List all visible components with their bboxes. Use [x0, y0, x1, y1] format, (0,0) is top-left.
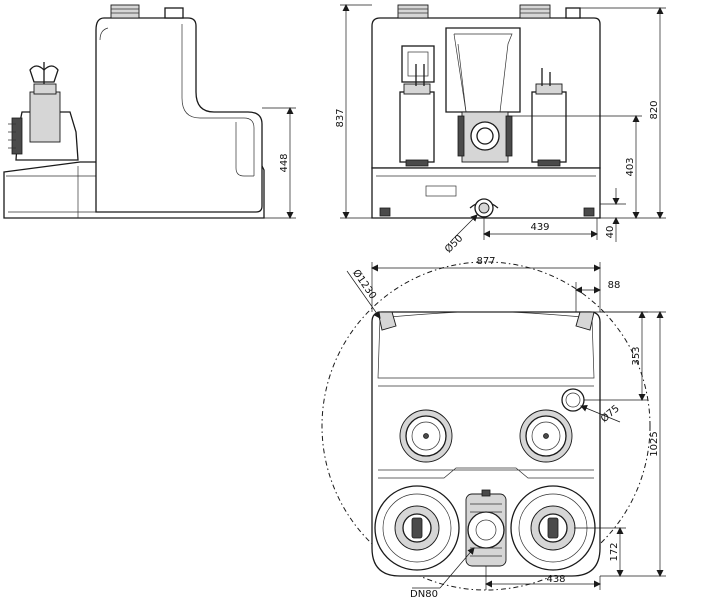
plan-opening-left — [399, 409, 453, 463]
dim-side-height: 448 — [279, 153, 290, 172]
front-control-box — [401, 45, 435, 83]
dim-front-outlet-height: 403 — [625, 157, 636, 176]
dim-front-pipe: Ø50 — [442, 232, 465, 255]
side-view: 448 — [3, 4, 296, 219]
dim-plan-depth: 1025 — [649, 431, 660, 456]
dim-front-spacing: 439 — [530, 222, 549, 233]
front-cap-left — [397, 4, 429, 19]
dim-plan-offset: 88 — [608, 280, 621, 291]
dim-plan-spacing: 438 — [546, 574, 565, 585]
dim-front-base-height: 40 — [605, 226, 616, 239]
plan-vent — [561, 388, 585, 412]
dim-plan-lower: 172 — [609, 542, 620, 561]
side-tank — [95, 17, 263, 213]
plan-view: 877 88 353 1025 172 438 Ø1230 Ø75 DN80 — [321, 256, 666, 600]
plan-chamber-left — [374, 485, 460, 571]
side-motor-top — [29, 65, 59, 83]
plan-sweep-circle — [321, 261, 651, 591]
side-cap — [110, 4, 140, 19]
plan-valve-block — [465, 489, 507, 567]
dim-front-top-height: 820 — [649, 100, 660, 119]
dim-plan-upper: 353 — [631, 346, 642, 365]
front-view: 837 820 403 40 439 Ø50 — [335, 3, 666, 255]
plan-chamber-right — [510, 485, 596, 571]
front-right-pump — [531, 91, 567, 163]
dim-front-total-height: 837 — [335, 108, 346, 127]
plan-opening-right — [519, 409, 573, 463]
dim-plan-outlet: DN80 — [410, 589, 438, 600]
dim-plan-width: 877 — [476, 256, 495, 267]
front-cap-right — [519, 4, 551, 19]
front-left-pump — [399, 91, 435, 163]
